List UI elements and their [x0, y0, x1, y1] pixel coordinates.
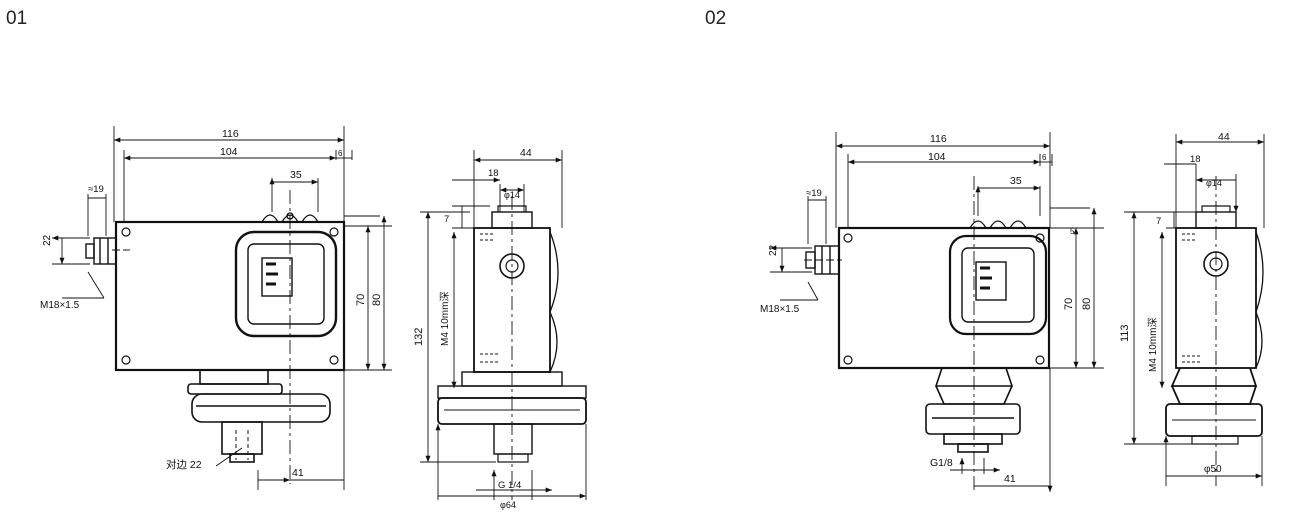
housing-outline-02: [837, 226, 1051, 370]
panel-label-02: 02: [705, 8, 727, 29]
dim-height-overall: 80: [371, 294, 383, 306]
side-dia-base: φ64: [500, 500, 516, 510]
dim-top-center: 35: [290, 169, 302, 181]
panel-01-front-view: [85, 190, 346, 484]
panel-01-front-labels: 116 104 6 35 ≈19 22 M18×1.5 70 80 41 对边 …: [40, 128, 383, 479]
dim-width-body: 104: [220, 146, 238, 158]
panel-02-side-labels: 44 18 φ14 7 113 M4 10mm深 φ50: [1119, 131, 1230, 475]
side-dim-7-02: 7: [1156, 216, 1161, 227]
dim-height-body-02: 70: [1063, 298, 1075, 310]
side-height-overall-02: 113: [1119, 324, 1131, 342]
panel-01-front-dimensions: [52, 126, 392, 490]
dim-width-body-02: 104: [928, 151, 946, 163]
side-dim-7: 7: [444, 214, 449, 225]
corner-screws-02: [843, 233, 1045, 365]
thread-label-02: M18×1.5: [760, 304, 800, 315]
panel-02-front-labels: 116 104 6 35 ≈19 22 M18×1.5 70 80 5 41 G…: [760, 133, 1093, 485]
side-height-overall: 132: [413, 328, 425, 346]
panel-02-front-dimensions: [770, 132, 1104, 492]
cable-gland: [85, 237, 117, 265]
side-dim-18: 18: [488, 168, 499, 179]
dim-width-overall-02: 116: [930, 133, 947, 145]
dim-top-center-02: 35: [1010, 175, 1022, 187]
fitting-label-02: G1/8: [930, 457, 953, 469]
side-dia-base-02: φ50: [1204, 464, 1222, 475]
dim-offset-5-02: 5: [1070, 227, 1075, 236]
corner-screws: [121, 227, 339, 365]
dim-approx-left: ≈19: [88, 184, 104, 195]
panel-01-side-view: [437, 196, 587, 500]
window-frame-02: [948, 234, 1048, 336]
dim-offset-right-02: 6: [1042, 153, 1047, 162]
panel-02-side-view: [1165, 176, 1264, 486]
dim-height-body: 70: [355, 294, 367, 306]
dim-height-left: 22: [42, 234, 53, 246]
dim-approx-left-02: ≈19: [806, 188, 822, 199]
panel-01-side-labels: 44 18 φ14 7 132 M4 10mm深 G 1/4 φ64: [413, 147, 532, 510]
side-width-overall: 44: [520, 147, 532, 159]
side-dia-14-02: φ14: [1206, 178, 1222, 188]
panel-label-01: 01: [6, 8, 28, 29]
dim-offset-right: 6: [338, 149, 343, 158]
side-width-overall-02: 44: [1218, 131, 1230, 143]
dim-width-overall: 116: [222, 128, 239, 140]
pressure-connection: [187, 369, 331, 463]
dim-bottom: 41: [292, 467, 304, 479]
side-dia-14: φ14: [504, 190, 520, 200]
panel-01-side-dimensions: [420, 150, 586, 500]
scale-icon-02: [975, 261, 1007, 301]
side-fitting: G 1/4: [498, 480, 521, 491]
side-dim-18-02: 18: [1190, 154, 1201, 165]
scale-icon: [261, 257, 293, 297]
panel-02-front-view: [804, 176, 1051, 490]
side-mounting: M4 10mm深: [439, 292, 451, 346]
adjusting-screws-02: [969, 220, 1027, 229]
panel-02-side-dimensions: [1124, 134, 1264, 486]
side-mounting-02: M4 10mm深: [1147, 318, 1159, 372]
dim-height-left-02: 22: [768, 244, 779, 256]
window-frame: [234, 230, 338, 338]
thread-label: M18×1.5: [40, 300, 80, 311]
across-flats-label: 对边 22: [166, 458, 202, 471]
dim-bottom-02: 41: [1004, 473, 1016, 485]
dim-height-overall-02: 80: [1081, 298, 1093, 310]
pressure-connection-02: [925, 367, 1021, 453]
